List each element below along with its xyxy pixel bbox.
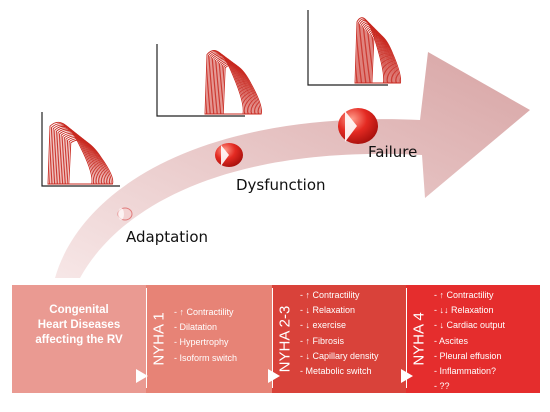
nyha-2-3-label: NYHA 2-3: [276, 305, 294, 373]
pv-loop: [364, 28, 395, 84]
arrow-marker-icon: [401, 369, 413, 383]
list-item: - Ascites: [434, 335, 469, 346]
pv-loop-chart-failure: [307, 10, 402, 86]
nyha-4-column: NYHA 4 - ↑ Contractility - ↓↓ Relaxation…: [406, 285, 540, 393]
pv-loop: [205, 51, 246, 115]
list-item: - Inflammation?: [434, 366, 497, 377]
pv-loop: [58, 131, 104, 185]
pv-loop: [212, 56, 253, 115]
stage-label-failure: Failure: [368, 143, 418, 161]
column-divider: [272, 288, 273, 388]
pv-loop: [222, 64, 262, 115]
intro-box: Congenital Heart Diseases affecting the …: [12, 285, 146, 393]
pv-loop: [68, 139, 114, 185]
pv-loop: [362, 25, 392, 84]
pv-loop: [219, 62, 260, 115]
nyha-2-3-column: NYHA 2-3 - ↑ Contractility - ↓ Relaxatio…: [272, 285, 406, 393]
pv-loop: [371, 34, 402, 84]
list-item: - ↑ Contractility: [174, 307, 234, 317]
pv-loop: [370, 33, 400, 84]
list-item: - Hypertrophy: [174, 337, 229, 348]
list-item: - Dilatation: [174, 322, 218, 333]
pv-loop: [207, 52, 247, 115]
list-item: - ↓ Relaxation: [300, 305, 356, 316]
list-item: - ↑ Fibrosis: [300, 335, 345, 346]
pv-loop: [357, 20, 387, 84]
pv-loop: [359, 22, 390, 84]
nyha-4-label: NYHA 4: [410, 312, 428, 366]
pv-loop: [215, 58, 255, 115]
stage-label-dysfunction: Dysfunction: [236, 176, 326, 194]
pv-loop: [49, 123, 95, 185]
list-item: - ↑ Contractility: [300, 290, 360, 300]
column-divider: [146, 288, 147, 388]
pv-loop: [53, 127, 99, 185]
list-item: - ↓ Cardiac output: [434, 320, 506, 331]
pv-loop: [50, 124, 96, 185]
progression-arrow: [55, 52, 530, 278]
pv-loop: [208, 53, 248, 115]
pv-loop: [368, 32, 399, 84]
pv-loop: [361, 24, 391, 84]
pv-loop-chart-adaptation: [41, 112, 120, 187]
list-item: - ??: [434, 381, 450, 392]
pv-loop: [214, 57, 254, 115]
list-item: - Isoform switch: [174, 352, 238, 363]
list-item: - ↓ exercise: [300, 320, 347, 331]
pv-loop: [218, 60, 258, 115]
nyha-1-label: NYHA 1: [150, 312, 168, 366]
intro-line: Congenital: [49, 304, 109, 316]
arrow-marker-icon: [136, 369, 148, 383]
sphere-adaptation: [117, 207, 133, 221]
intro-line: affecting the RV: [35, 334, 123, 346]
nyha-1-column: NYHA 1 - ↑ Contractility - Dilatation - …: [146, 285, 272, 393]
pv-loop: [47, 121, 93, 185]
pv-loop: [211, 55, 251, 115]
pv-loop-chart-dysfunction: [156, 44, 262, 117]
pv-loop: [55, 128, 101, 185]
pv-loop: [63, 135, 109, 185]
pv-loop: [61, 134, 107, 185]
list-item: - ↑ Contractility: [434, 290, 494, 300]
sphere-dysfunction: [215, 143, 243, 167]
pv-loop: [66, 138, 112, 185]
sphere-failure: [338, 108, 378, 144]
intro-text: Congenital Heart Diseases affecting the …: [12, 303, 146, 348]
column-divider: [406, 288, 407, 388]
pv-loop: [204, 50, 244, 115]
pv-loop: [210, 54, 250, 115]
pv-loop: [60, 132, 106, 185]
list-item: - Pleural effusion: [434, 350, 502, 361]
list-item: - Metabolic switch: [300, 366, 372, 377]
pv-loop: [367, 30, 398, 84]
nyha-4-list: - ↑ Contractility - ↓↓ Relaxation - ↓ Ca…: [434, 288, 505, 394]
stage-label-adaptation: Adaptation: [126, 228, 209, 246]
pv-loop: [363, 26, 394, 84]
pv-loop: [221, 63, 261, 115]
nyha-2-3-list: - ↑ Contractility - ↓ Relaxation - ↓ exe…: [300, 288, 379, 379]
nyha-1-list: - ↑ Contractility - Dilatation - Hypertr…: [174, 305, 237, 366]
pv-loop: [355, 18, 386, 84]
intro-line: Heart Diseases: [37, 319, 121, 331]
pv-loop: [217, 59, 257, 115]
pv-loop: [366, 29, 396, 84]
pv-loop: [354, 17, 385, 84]
arrow-marker-icon: [268, 369, 280, 383]
list-item: - ↓ Capillary density: [300, 350, 379, 361]
pv-loop: [358, 21, 389, 84]
pv-loop: [52, 126, 98, 185]
list-item: - ↓↓ Relaxation: [434, 305, 494, 316]
pv-loop: [65, 136, 111, 185]
pv-loop: [57, 130, 103, 185]
